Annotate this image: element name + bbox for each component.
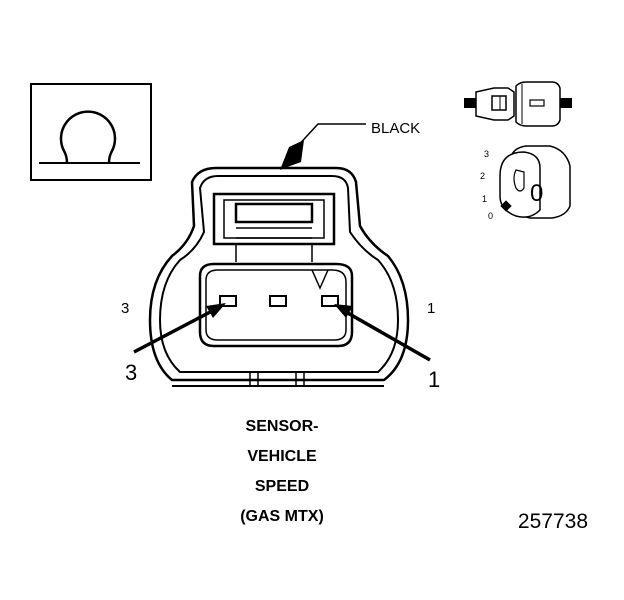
terminal-3 — [219, 295, 237, 307]
lock-position-3: 3 — [484, 149, 489, 159]
terminal-1 — [321, 295, 339, 307]
color-leader — [280, 123, 366, 170]
pin-1-arrow — [334, 304, 431, 362]
terminal-2 — [269, 295, 287, 307]
figure-number: 257738 — [518, 510, 588, 533]
lock-position-0: 0 — [488, 211, 493, 221]
lock-position-1: 1 — [482, 194, 487, 204]
caption-line-4: (GAS MTX) — [240, 508, 324, 525]
pin-label-3: 3 — [125, 360, 137, 385]
ohm-symbol-icon — [30, 83, 152, 181]
pin-3-arrow — [133, 303, 226, 354]
connector-pair-icon — [464, 81, 572, 127]
caption: SENSOR- VEHICLE SPEED (GAS MTX) — [240, 418, 324, 525]
lock-position-2: 2 — [480, 171, 485, 181]
color-label: BLACK — [371, 120, 420, 137]
pin-label-1-small: 1 — [427, 300, 435, 317]
lock-position-icon — [499, 145, 571, 219]
caption-line-3: SPEED — [255, 478, 309, 495]
caption-line-1: SENSOR- — [246, 418, 319, 435]
connector-body — [148, 166, 410, 387]
pin-label-3-small: 3 — [121, 300, 129, 317]
pin-label-1: 1 — [428, 367, 440, 392]
caption-line-2: VEHICLE — [247, 448, 317, 465]
lock-key-glyph: 0 — [530, 180, 543, 207]
